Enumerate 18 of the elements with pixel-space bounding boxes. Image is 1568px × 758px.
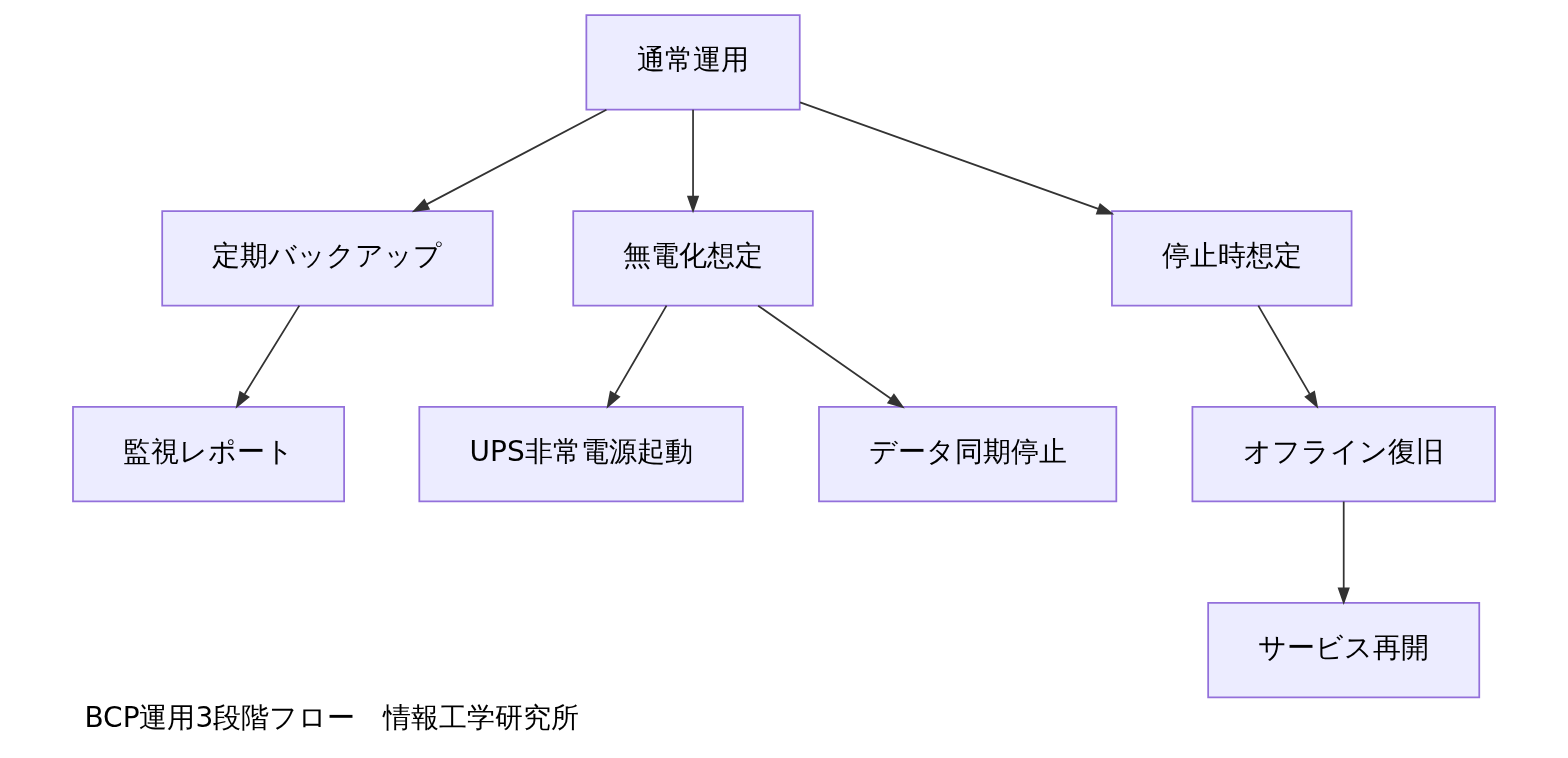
node-box: データ同期停止 bbox=[818, 406, 1118, 503]
node-box: オフライン復旧 bbox=[1191, 406, 1496, 503]
arrow bbox=[1257, 304, 1319, 409]
node-box: 通常運用 bbox=[585, 14, 801, 111]
caption: BCP運用3段階フロー 情報工学研究所 bbox=[84, 700, 580, 734]
node-box: サービス再開 bbox=[1207, 602, 1481, 699]
node-box: 定期バックアップ bbox=[161, 210, 494, 307]
arrow bbox=[235, 304, 301, 409]
arrow bbox=[686, 108, 700, 214]
arrow bbox=[799, 101, 1115, 215]
node-box: 無電化想定 bbox=[572, 210, 814, 307]
arrow bbox=[606, 304, 668, 409]
node-box: 監視レポート bbox=[72, 406, 345, 503]
arrow bbox=[1337, 500, 1350, 606]
node-box: UPS非常電源起動 bbox=[418, 406, 744, 503]
node-box: 停止時想定 bbox=[1111, 210, 1353, 307]
arrow bbox=[757, 304, 905, 409]
arrow bbox=[411, 108, 608, 213]
